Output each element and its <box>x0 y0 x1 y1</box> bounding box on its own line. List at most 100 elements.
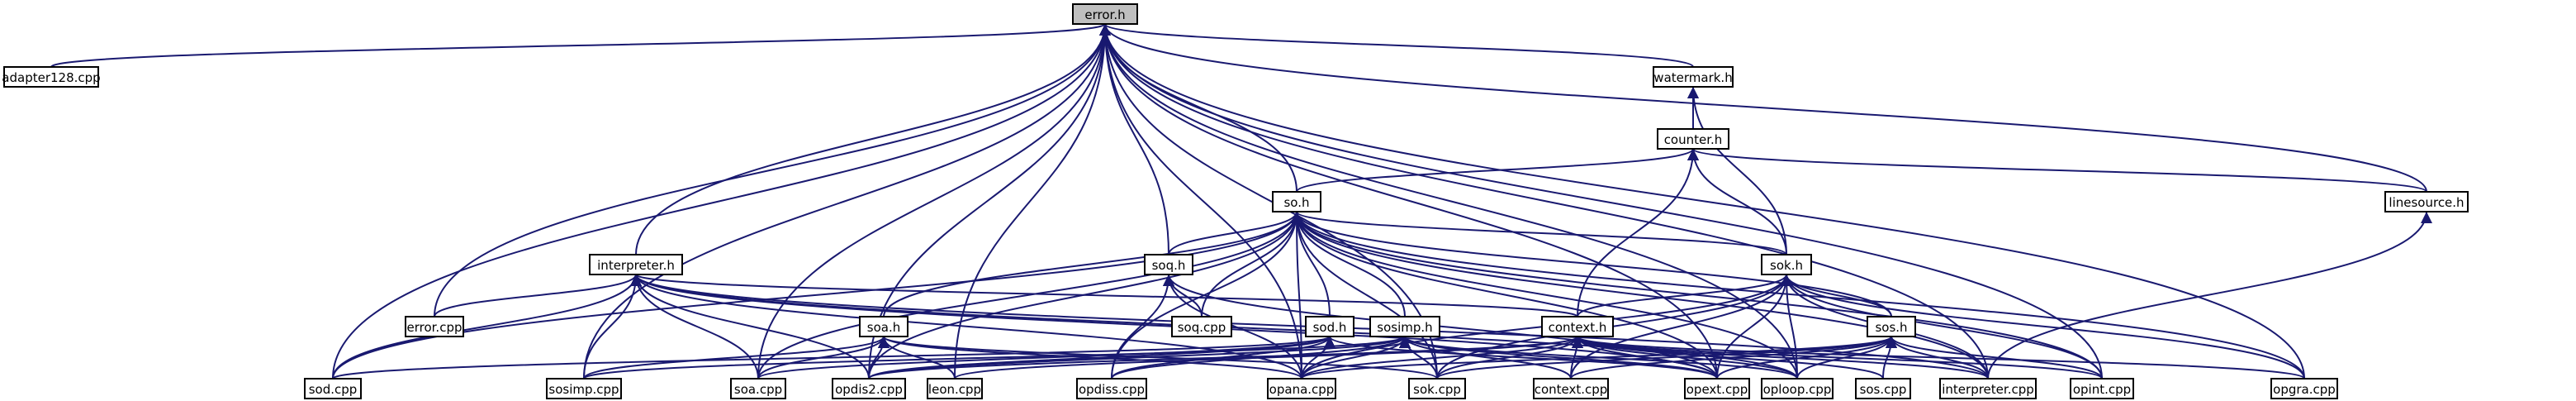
node-opext-cpp[interactable]: opext.cpp <box>1684 378 1750 399</box>
node-box <box>1272 191 1321 212</box>
node-box <box>927 378 983 399</box>
edge-opdis2_cpp-to-interpreter_h <box>630 274 870 380</box>
node-label: sos.h <box>1875 320 1907 335</box>
node-box <box>1076 378 1147 399</box>
node-context-cpp[interactable]: context.cpp <box>1533 378 1609 399</box>
node-linesource-h[interactable]: linesource.h <box>2384 191 2469 212</box>
edge-opana_cpp-to-so_h <box>1291 211 1303 380</box>
node-error-h[interactable]: error.h <box>1072 3 1138 25</box>
node-label: soq.cpp <box>1178 320 1226 335</box>
node-adapter128-cpp[interactable]: adapter128.cpp <box>2 66 101 88</box>
node-box <box>1171 316 1232 337</box>
node-label: sod.cpp <box>309 382 358 397</box>
node-label: adapter128.cpp <box>2 70 100 85</box>
edge-error_cpp-to-interpreter_h <box>434 274 642 317</box>
node-label: sosimp.h <box>1377 320 1432 335</box>
edge-soa_cpp-to-error_h <box>757 23 1111 380</box>
edge-sod_cpp-to-error_h <box>332 23 1111 380</box>
edge-context_h-to-sok_h <box>1577 274 1792 317</box>
node-soq-h[interactable]: soq.h <box>1144 254 1193 275</box>
node-sosimp-h[interactable]: sosimp.h <box>1369 316 1440 337</box>
edge-oploop_cpp-to-context_h <box>1572 336 1798 380</box>
edge-sos_h-to-so_h <box>1291 211 1892 317</box>
node-opdis2-cpp[interactable]: opdis2.cpp <box>832 378 906 399</box>
node-interpreter-h[interactable]: interpreter.h <box>589 254 683 275</box>
edge-interpreter_cpp-to-error_h <box>1099 23 1989 380</box>
node-soa-cpp[interactable]: soa.cpp <box>730 378 786 399</box>
node-box <box>1533 378 1609 399</box>
edge-interpreter_cpp-to-context_h <box>1572 336 1989 380</box>
node-label: soa.h <box>867 320 900 335</box>
node-label: interpreter.h <box>597 258 675 273</box>
node-soq-cpp[interactable]: soq.cpp <box>1171 316 1232 337</box>
edge-oploop_cpp-to-error_h <box>1099 23 1798 380</box>
node-box <box>832 378 906 399</box>
node-context-h[interactable]: context.h <box>1541 316 1614 337</box>
node-counter-h[interactable]: counter.h <box>1657 128 1729 150</box>
edge-sod_cpp-to-interpreter_h <box>332 274 642 380</box>
edge-so_h-to-error_h <box>1099 23 1297 193</box>
node-sok-cpp[interactable]: sok.cpp <box>1408 378 1466 399</box>
node-box <box>1369 316 1440 337</box>
edge-soa_h-to-so_h <box>883 211 1302 317</box>
node-so-h[interactable]: so.h <box>1272 191 1321 212</box>
edge-soq_cpp-to-so_h <box>1201 211 1302 317</box>
node-box <box>1867 316 1916 337</box>
node-box <box>304 378 362 399</box>
node-box <box>1653 66 1734 88</box>
node-opana-cpp[interactable]: opana.cpp <box>1267 378 1336 399</box>
node-box <box>2270 378 2338 399</box>
node-opint-cpp[interactable]: opint.cpp <box>2070 378 2134 399</box>
node-box <box>2070 378 2134 399</box>
edge-watermark_h-to-error_h <box>1099 23 1694 68</box>
node-error-cpp[interactable]: error.cpp <box>405 316 464 337</box>
node-label: watermark.h <box>1653 70 1732 85</box>
edge-opint_cpp-to-so_h <box>1291 211 2103 380</box>
edge-soa_cpp-to-interpreter_h <box>630 274 759 380</box>
edge-linesource_h-to-counter_h <box>1687 148 2427 193</box>
node-sod-h[interactable]: sod.h <box>1305 316 1354 337</box>
edge-so_h-to-counter_h <box>1296 148 1699 193</box>
edge-leon_cpp-to-error_h <box>954 23 1111 380</box>
node-sok-h[interactable]: sok.h <box>1761 254 1812 275</box>
node-box <box>3 66 99 88</box>
node-label: so.h <box>1283 195 1309 210</box>
node-box <box>1072 3 1138 25</box>
node-label: opana.cpp <box>1269 382 1335 397</box>
node-sos-h[interactable]: sos.h <box>1867 316 1916 337</box>
node-opdiss-cpp[interactable]: opdiss.cpp <box>1076 378 1147 399</box>
node-sosimp-cpp[interactable]: sosimp.cpp <box>546 378 622 399</box>
node-leon-cpp[interactable]: leon.cpp <box>927 378 983 399</box>
node-label: interpreter.cpp <box>1942 382 2034 397</box>
edge-opdis2_cpp-to-error_h <box>868 23 1111 380</box>
node-box <box>2384 191 2469 212</box>
edge-opext_cpp-to-sod_h <box>1324 336 1718 380</box>
node-watermark-h[interactable]: watermark.h <box>1653 66 1734 88</box>
edge-linesource_h-to-error_h <box>1099 23 2427 193</box>
edge-soa_cpp-to-sod_h <box>757 336 1335 380</box>
edge-error_cpp-to-error_h <box>434 23 1111 317</box>
node-interpreter-cpp[interactable]: interpreter.cpp <box>1939 378 2037 399</box>
node-label: sod.h <box>1313 320 1347 335</box>
node-oploop-cpp[interactable]: oploop.cpp <box>1761 378 1834 399</box>
edge-soq_h-to-so_h <box>1168 211 1302 255</box>
node-label: linesource.h <box>2389 195 2464 210</box>
edge-sok_cpp-to-context_h <box>1436 336 1583 380</box>
edge-opext_cpp-to-soq_h <box>1163 274 1718 380</box>
edge-opana_cpp-to-error_h <box>1099 23 1302 380</box>
node-label: context.cpp <box>1535 382 1608 397</box>
node-box <box>546 378 622 399</box>
edge-interpreter_h-to-error_h <box>635 23 1111 255</box>
node-opgra-cpp[interactable]: opgra.cpp <box>2270 378 2338 399</box>
node-label: soa.cpp <box>734 382 782 397</box>
edge-soa_cpp-to-so_h <box>757 211 1302 380</box>
node-sos-cpp[interactable]: sos.cpp <box>1855 378 1911 399</box>
node-sod-cpp[interactable]: sod.cpp <box>304 378 362 399</box>
node-box <box>1939 378 2037 399</box>
node-soa-h[interactable]: soa.h <box>859 316 908 337</box>
edge-leon_cpp-to-context_h <box>954 336 1583 380</box>
node-box <box>1684 378 1750 399</box>
edge-opgra_cpp-to-sok_h <box>1781 274 2305 380</box>
edge-interpreter_cpp-to-linesource_h <box>1987 211 2432 380</box>
